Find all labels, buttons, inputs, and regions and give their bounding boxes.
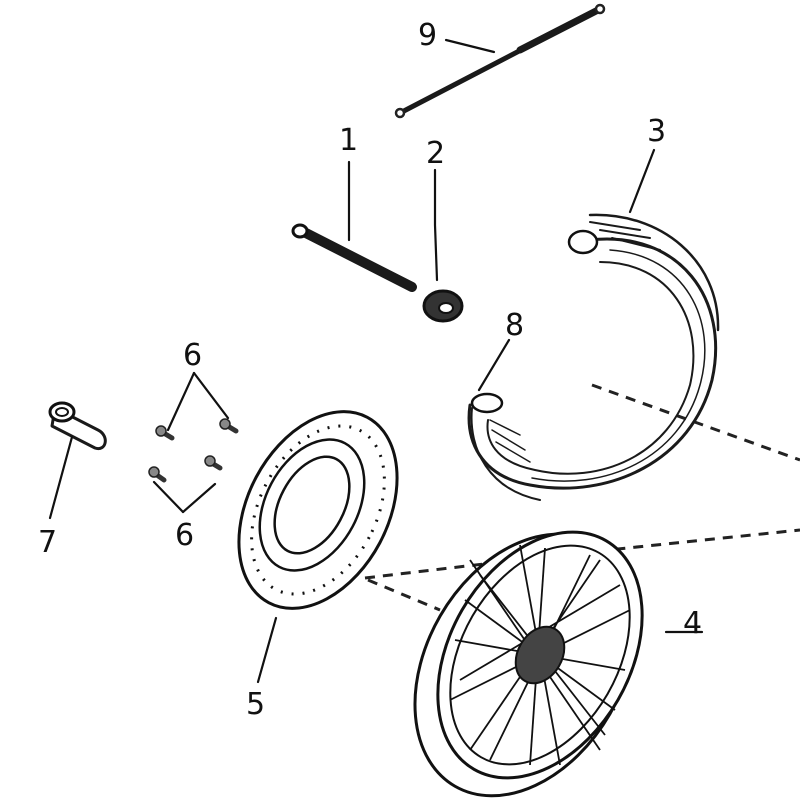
callout-6-bottom: 6 <box>175 518 194 553</box>
assembly-axis-lines <box>364 383 800 612</box>
callout-2: 2 <box>426 136 445 171</box>
callout-7: 7 <box>38 525 57 560</box>
part-axle-bolt[interactable] <box>291 223 417 292</box>
callout-1: 1 <box>339 123 358 158</box>
callout-5: 5 <box>246 687 265 722</box>
part-brake-disc[interactable] <box>207 384 429 635</box>
callout-8: 8 <box>505 308 524 343</box>
part-disc-bolts[interactable] <box>148 418 239 483</box>
callout-3: 3 <box>647 114 666 149</box>
part-spoke[interactable] <box>394 3 606 119</box>
part-spacer-collar[interactable] <box>48 401 107 451</box>
callout-6-top: 6 <box>183 338 202 373</box>
callout-9: 9 <box>418 18 437 53</box>
callout-labels: 1 2 3 4 5 6 6 7 8 9 <box>38 18 702 722</box>
leader-lines <box>48 38 704 684</box>
part-axle-nut[interactable] <box>422 289 464 323</box>
part-inner-tube[interactable] <box>470 392 541 501</box>
part-tire[interactable] <box>467 213 720 490</box>
callout-4: 4 <box>683 606 702 641</box>
part-spoked-wheel[interactable] <box>370 495 684 800</box>
